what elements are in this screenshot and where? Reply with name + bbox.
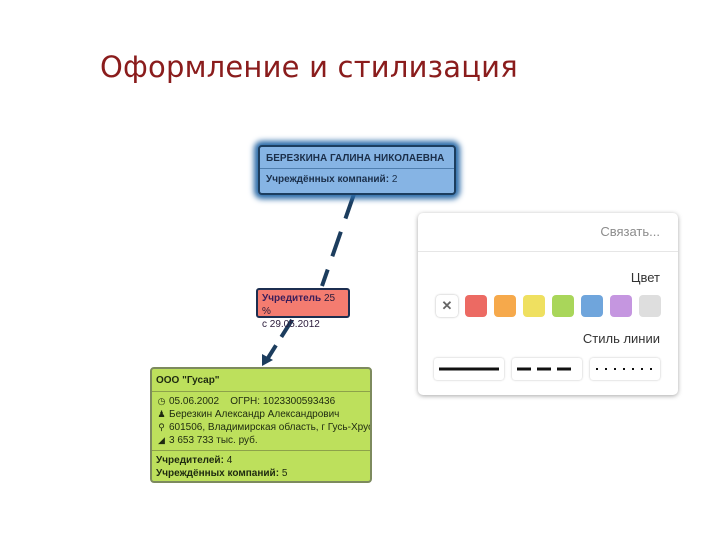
company-node[interactable]: ООО "Гусар" ◷05.06.2002 ОГРН: 1023300593… bbox=[150, 367, 372, 483]
founded-value: 2 bbox=[391, 174, 398, 185]
founders-label: Учредителей: bbox=[156, 455, 224, 466]
link-button[interactable]: Связать... bbox=[418, 213, 678, 252]
slide-title: Оформление и стилизация bbox=[100, 50, 518, 84]
company-ogrn: ОГРН: 1023300593436 bbox=[230, 396, 336, 407]
style-popup: Связать... Цвет ✕ Стиль линии bbox=[418, 213, 678, 395]
edge-line-upper[interactable] bbox=[320, 193, 356, 287]
founders-value: 4 bbox=[226, 455, 233, 466]
company-director: Березкин Александр Александрович bbox=[169, 409, 340, 420]
founded-label: Учреждённых компаний: bbox=[266, 174, 390, 185]
edge-role: Учредитель bbox=[262, 293, 322, 304]
color-swatch-purple[interactable] bbox=[610, 295, 632, 317]
founded-label: Учреждённых компаний: bbox=[156, 468, 280, 479]
edge-since: с 29.05.2012 bbox=[262, 319, 320, 330]
line-style-solid[interactable] bbox=[434, 358, 504, 380]
edge-label[interactable]: Учредитель 25 % с 29.05.2012 bbox=[256, 288, 350, 330]
color-swatch-red[interactable] bbox=[465, 295, 487, 317]
signal-bars-icon: ◢ bbox=[158, 435, 165, 445]
clear-color-button[interactable]: ✕ bbox=[436, 295, 458, 317]
color-swatches: ✕ bbox=[418, 295, 678, 317]
color-swatch-gray[interactable] bbox=[639, 295, 661, 317]
person-icon: ♟ bbox=[157, 409, 166, 419]
person-node[interactable]: БЕРЕЗКИНА ГАЛИНА НИКОЛАЕВНА Учреждённых … bbox=[258, 145, 456, 195]
arrow-head-icon bbox=[262, 354, 273, 366]
edge-line-lower[interactable] bbox=[266, 318, 294, 360]
company-date: 05.06.2002 bbox=[169, 396, 220, 407]
line-style-label: Стиль линии bbox=[582, 331, 660, 346]
color-label: Цвет bbox=[630, 270, 660, 285]
location-pin-icon: ⚲ bbox=[158, 422, 165, 432]
company-address: 601506, Владимирская область, г Гусь-Хру… bbox=[169, 422, 370, 433]
color-swatch-orange[interactable] bbox=[494, 295, 516, 317]
company-name: ООО "Гусар" bbox=[152, 369, 370, 392]
clock-icon: ◷ bbox=[157, 396, 166, 406]
company-revenue: 3 653 733 тыс. руб. bbox=[169, 435, 258, 446]
line-style-options bbox=[418, 358, 678, 380]
color-swatch-yellow[interactable] bbox=[523, 295, 545, 317]
person-name: БЕРЕЗКИНА ГАЛИНА НИКОЛАЕВНА bbox=[266, 153, 445, 164]
line-style-dotted[interactable] bbox=[590, 358, 660, 380]
line-style-dashed[interactable] bbox=[512, 358, 582, 380]
founded-value: 5 bbox=[281, 468, 288, 479]
close-icon: ✕ bbox=[441, 298, 453, 313]
edge-share: 25 % bbox=[262, 293, 336, 317]
color-swatch-green[interactable] bbox=[552, 295, 574, 317]
color-swatch-blue[interactable] bbox=[581, 295, 603, 317]
